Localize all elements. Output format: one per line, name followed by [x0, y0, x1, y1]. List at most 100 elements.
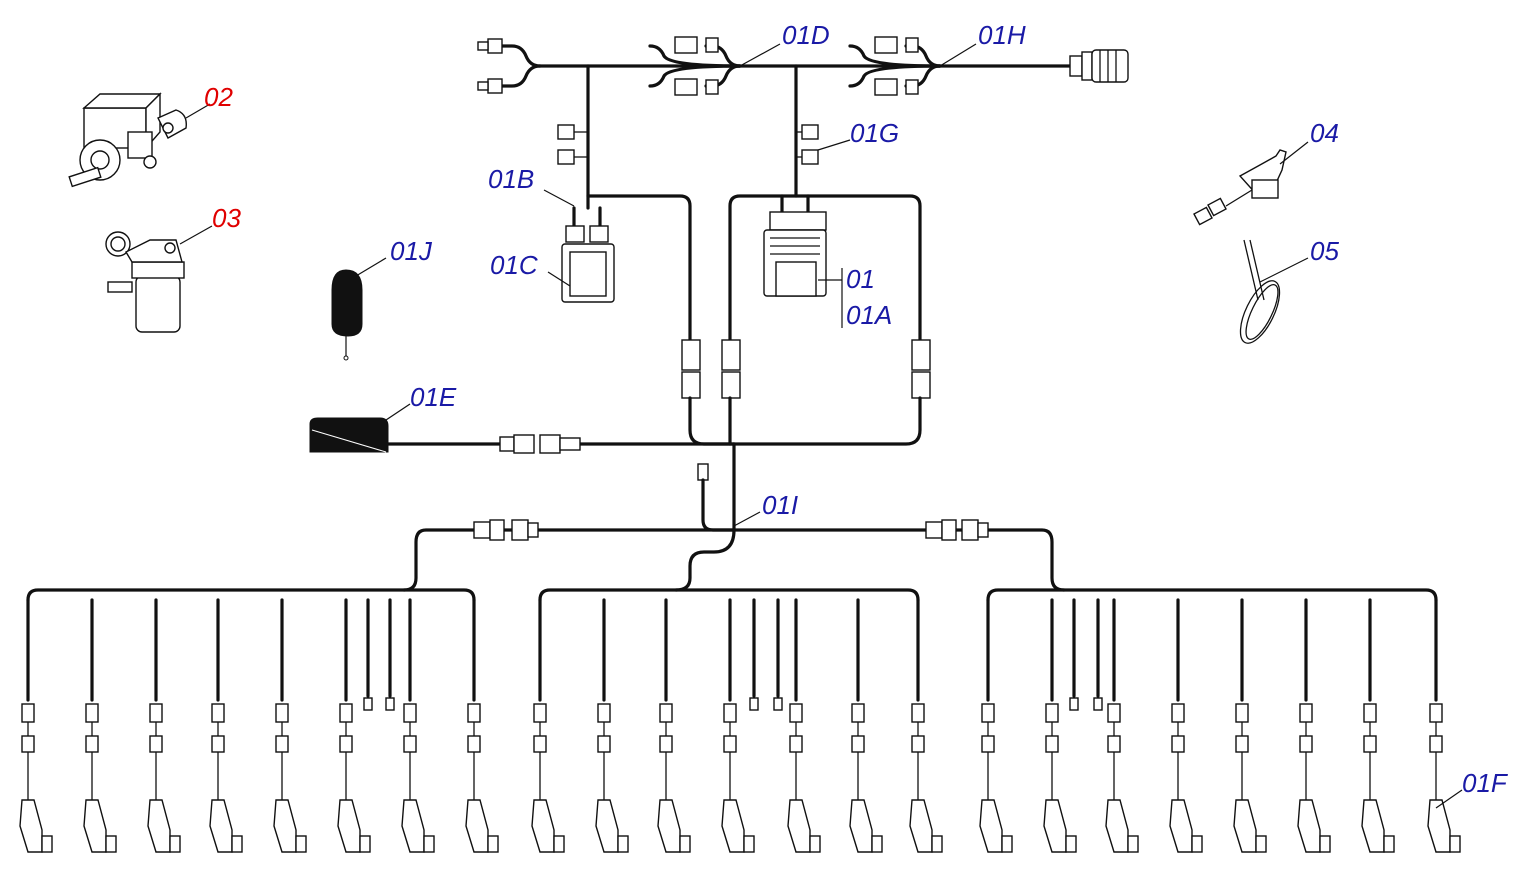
nozzle-body: [979, 799, 1003, 853]
label-01e: 01E: [410, 382, 457, 412]
nozzle-body: [1427, 799, 1451, 853]
stub-cap: [1093, 697, 1103, 711]
drop-plug: [211, 703, 225, 723]
nozzle-body: [787, 799, 811, 853]
nozzle-body: [1361, 799, 1385, 853]
label-01: 01: [846, 264, 875, 294]
nozzle-body: [273, 799, 297, 853]
nozzle-tip: [931, 835, 943, 853]
drop-socket: [533, 735, 547, 753]
drop-plug: [403, 703, 417, 723]
part-01e-box: [309, 417, 389, 453]
nozzle-tip: [231, 835, 243, 853]
part-03-filter: [105, 225, 213, 333]
drop-socket: [339, 735, 353, 753]
label-01f: 01F: [1462, 768, 1509, 798]
part-01j-sensor: [331, 269, 363, 361]
part-04-sensor: [1193, 141, 1309, 226]
nozzle-tip: [1001, 835, 1013, 853]
drop-plug: [467, 703, 481, 723]
stub-cap: [1069, 697, 1079, 711]
nozzle-body: [595, 799, 619, 853]
nozzle-tip: [1127, 835, 1139, 853]
drop-socket: [1107, 735, 1121, 753]
nozzle-tip: [617, 835, 629, 853]
drop-plug: [533, 703, 547, 723]
drop-socket: [851, 735, 865, 753]
nozzle-tip: [295, 835, 307, 853]
drop-plug: [149, 703, 163, 723]
drop-socket: [1299, 735, 1313, 753]
part-05-cable-tie: [1239, 239, 1309, 344]
drop-plug: [85, 703, 99, 723]
nozzle-body: [657, 799, 681, 853]
drop-socket: [1429, 735, 1443, 753]
nozzle-tip: [1065, 835, 1077, 853]
drop-socket: [211, 735, 225, 753]
drop-plug: [723, 703, 737, 723]
drop-plug: [1363, 703, 1377, 723]
drop-socket: [1363, 735, 1377, 753]
stub-cap: [385, 697, 395, 711]
drop-socket: [467, 735, 481, 753]
drop-plug: [21, 703, 35, 723]
nozzle-tip: [1383, 835, 1395, 853]
drop-socket: [85, 735, 99, 753]
nozzle-tip: [1191, 835, 1203, 853]
label-01b: 01B: [488, 164, 534, 194]
nozzle-body: [1105, 799, 1129, 853]
drop-socket: [1171, 735, 1185, 753]
label-01j: 01J: [390, 236, 433, 266]
lower-harness: [19, 519, 1461, 853]
drop-plug: [339, 703, 353, 723]
nozzle-body: [147, 799, 171, 853]
drop-plug: [851, 703, 865, 723]
label-01i: 01I: [762, 490, 798, 520]
nozzle-tip: [41, 835, 53, 853]
drop-socket: [149, 735, 163, 753]
drop-socket: [659, 735, 673, 753]
drop-plug: [911, 703, 925, 723]
label-01d: 01D: [782, 20, 830, 50]
label-04: 04: [1310, 118, 1339, 148]
nozzle-body: [19, 799, 43, 853]
labels: 02 03 01D 01H 01G 01B 01C 01J 01 01A 01E…: [204, 20, 1509, 798]
nozzle-tip: [1255, 835, 1267, 853]
drop-socket: [275, 735, 289, 753]
stub-cap: [773, 697, 783, 711]
leader-lines: [355, 43, 1463, 809]
part-02-valve: [68, 92, 211, 188]
stub-cap: [363, 697, 373, 711]
nozzle-body: [909, 799, 933, 853]
nozzle-body: [209, 799, 233, 853]
nozzle-body: [337, 799, 361, 853]
drop-socket: [981, 735, 995, 753]
drop-plug: [1429, 703, 1443, 723]
nozzle-tip: [871, 835, 883, 853]
nozzle-tip: [809, 835, 821, 853]
nozzle-body: [721, 799, 745, 853]
drop-plug: [597, 703, 611, 723]
nozzle-tip: [743, 835, 755, 853]
drop-socket: [789, 735, 803, 753]
nozzle-body: [1297, 799, 1321, 853]
nozzle-body: [1043, 799, 1067, 853]
nozzle-tip: [359, 835, 371, 853]
mid-connectors: [384, 339, 931, 532]
drop-socket: [21, 735, 35, 753]
drop-socket: [597, 735, 611, 753]
nozzle-body: [1233, 799, 1257, 853]
nozzle-body: [83, 799, 107, 853]
drop-plug: [981, 703, 995, 723]
nozzle-body: [1169, 799, 1193, 853]
drop-plug: [1045, 703, 1059, 723]
drop-socket: [723, 735, 737, 753]
drop-socket: [403, 735, 417, 753]
label-01h: 01H: [978, 20, 1026, 50]
label-05: 05: [1310, 236, 1339, 266]
drop-plug: [789, 703, 803, 723]
nozzle-tip: [1449, 835, 1461, 853]
nozzle-body: [401, 799, 425, 853]
label-03: 03: [212, 203, 241, 233]
